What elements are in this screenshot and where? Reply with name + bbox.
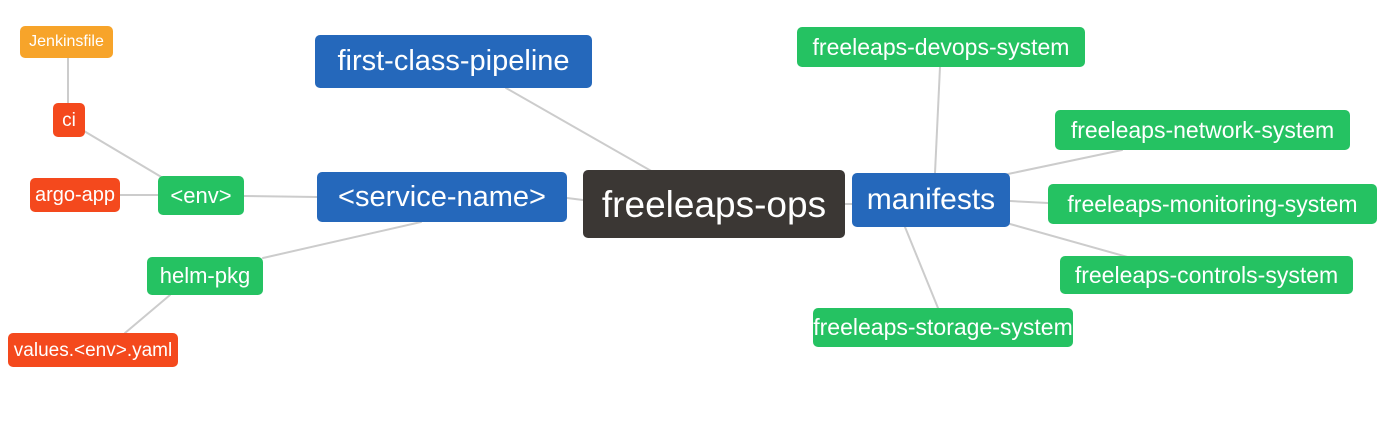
edge-manifests-to-network-system bbox=[1007, 149, 1123, 175]
node-controls-system[interactable]: freeleaps-controls-system bbox=[1060, 256, 1353, 294]
node-monitoring-system[interactable]: freeleaps-monitoring-system bbox=[1048, 184, 1377, 224]
node-ci[interactable]: ci bbox=[53, 103, 85, 137]
node-network-system[interactable]: freeleaps-network-system bbox=[1055, 110, 1350, 150]
edge-manifests-to-monitoring-system bbox=[1009, 200, 1049, 204]
node-first-class-pipeline[interactable]: first-class-pipeline bbox=[315, 35, 592, 88]
node-freeleaps-ops[interactable]: freeleaps-ops bbox=[583, 170, 845, 238]
node-helm-pkg[interactable]: helm-pkg bbox=[147, 257, 263, 295]
edge-manifests-to-devops-system bbox=[934, 66, 941, 174]
node-storage-system[interactable]: freeleaps-storage-system bbox=[813, 308, 1073, 347]
node-argo-app[interactable]: argo-app bbox=[30, 178, 120, 212]
edge-first-class-pipeline-to-freeleaps-ops bbox=[505, 87, 654, 173]
edge-manifests-to-storage-system bbox=[904, 226, 939, 309]
node-manifests[interactable]: manifests bbox=[852, 173, 1010, 227]
node-devops-system[interactable]: freeleaps-devops-system bbox=[797, 27, 1085, 67]
edge-manifests-to-controls-system bbox=[1009, 223, 1132, 259]
edge-service-name-to-freeleaps-ops bbox=[566, 197, 584, 201]
edge-service-name-to-helm-pkg bbox=[262, 221, 422, 259]
edge-ci-to-env bbox=[83, 130, 164, 179]
node-service-name[interactable]: <service-name> bbox=[317, 172, 567, 222]
node-env[interactable]: <env> bbox=[158, 176, 244, 215]
node-jenkinsfile[interactable]: Jenkinsfile bbox=[20, 26, 113, 58]
edge-helm-pkg-to-values-env-yaml bbox=[124, 294, 171, 334]
edge-env-to-service-name bbox=[243, 195, 318, 198]
node-values-env-yaml[interactable]: values.<env>.yaml bbox=[8, 333, 178, 367]
